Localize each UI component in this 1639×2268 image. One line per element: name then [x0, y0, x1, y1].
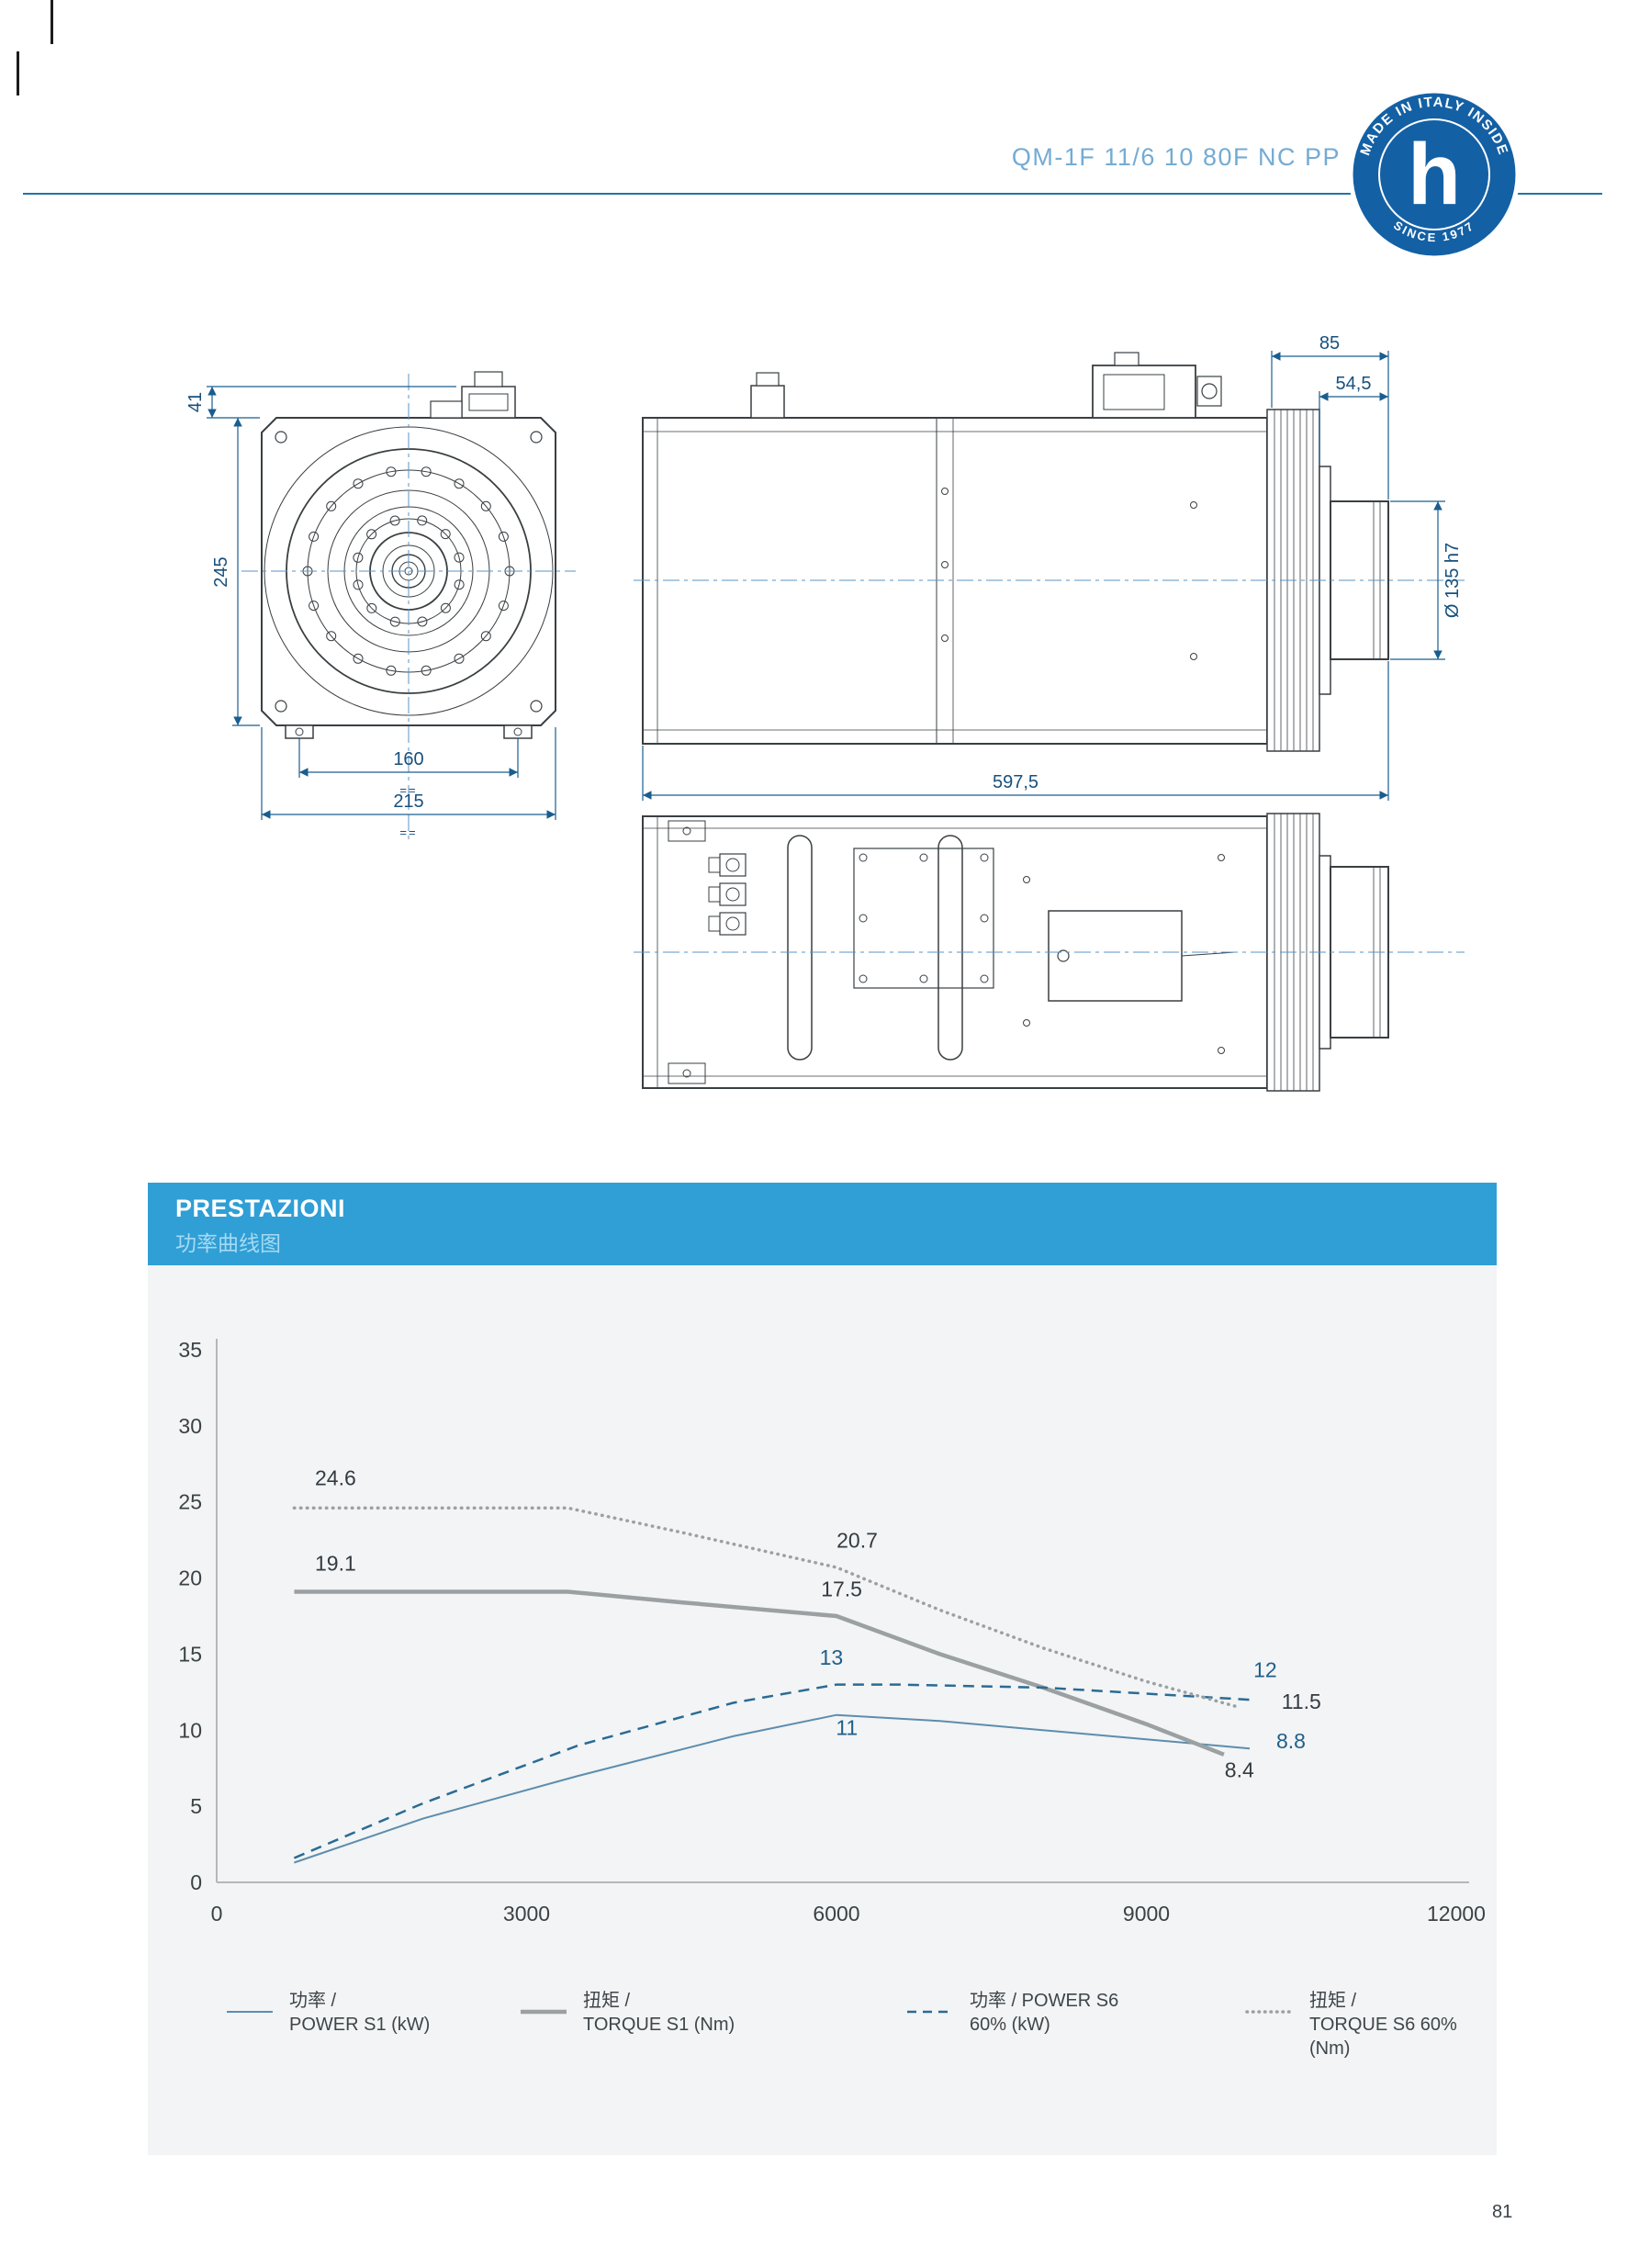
y-tick-label: 5: [190, 1794, 202, 1818]
y-tick-label: 0: [190, 1870, 202, 1894]
page-title: QM-1F 11/6 10 80F NC PP: [1011, 143, 1341, 171]
legend-item-power-s6: 功率 / POWER S6 60% (kW): [905, 1989, 1118, 2037]
legend-label: 功率 / POWER S6: [970, 1991, 1119, 2011]
front-bolt-circle-inner: [353, 515, 465, 627]
legend-item-torque-s1: 扭矩 / TORQUE S1 (Nm): [519, 1989, 735, 2037]
legend-label: 功率 /: [289, 1991, 337, 2011]
x-tick-label: 9000: [1123, 1902, 1170, 1926]
data-label: 8.4: [1225, 1758, 1254, 1782]
front-dim-245: 245: [211, 556, 231, 587]
torque-s1-line-swatch: [521, 2009, 567, 2015]
front-view-drawing: 41 245 160 == 215 ==: [185, 371, 576, 840]
x-tick-label: 0: [211, 1902, 223, 1926]
data-label: 8.8: [1276, 1729, 1306, 1753]
legend-label: TORQUE S6 60% (Nm): [1309, 2015, 1457, 2059]
power-s1-line-swatch: [227, 2011, 273, 2013]
symmetry-mark: ==: [399, 825, 417, 839]
y-tick-label: 15: [178, 1642, 202, 1666]
x-tick-label: 12000: [1427, 1902, 1486, 1926]
crop-mark: [51, 0, 53, 44]
side-dim-54-5: 54,5: [1336, 374, 1372, 394]
y-tick-label: 25: [178, 1490, 202, 1514]
data-label: 17.5: [821, 1577, 862, 1601]
series-line-1: [294, 1589, 1225, 1757]
side-dim-597-5: 597,5: [993, 772, 1038, 792]
performance-chart: 0 5 10 15 20 25 30 35 0 3000 6000 9000 12000 24.6 19.1…: [178, 1338, 1486, 1926]
side-plug: [750, 385, 785, 419]
side-view-drawing: 85 54,5 Ø 135 h7 597,5: [634, 333, 1465, 801]
performance-panel: PRESTAZIONI 功率曲线图 0 5 10 15 20 25 30 35 0 3000 600…: [148, 1183, 1497, 2155]
legend-label: 扭矩 /: [1309, 1991, 1357, 2011]
header-rule: [23, 193, 1602, 195]
front-centerlines: [241, 374, 576, 840]
data-label: 11.5: [1282, 1690, 1321, 1713]
legend-item-power-s1: 功率 / POWER S1 (kW): [225, 1989, 430, 2037]
side-dimensions: [642, 351, 1445, 801]
front-dimensions: [207, 386, 556, 820]
crop-mark: [17, 51, 19, 95]
series-line-2: [293, 1683, 1251, 1859]
legend-label: 60% (kW): [970, 2015, 1050, 2035]
bottom-slot: [787, 835, 813, 1061]
legend-item-torque-s6: 扭矩 / TORQUE S6 60% (Nm): [1245, 1989, 1497, 2060]
data-label: 24.6: [315, 1466, 356, 1490]
front-dim-160: 160: [393, 749, 423, 769]
data-label: 19.1: [315, 1551, 356, 1575]
torque-s6-line-swatch: [1245, 2010, 1295, 2014]
side-view-body: [642, 352, 1389, 752]
badge-h-logo: h: [1408, 126, 1461, 223]
chart-legend: 功率 / POWER S1 (kW) 扭矩 / TORQUE S1 (Nm) 功…: [148, 1989, 1497, 2072]
symmetry-mark: ==: [399, 783, 417, 797]
x-tick-label: 6000: [813, 1902, 859, 1926]
front-connector-box: [461, 386, 516, 419]
series-line-3: [292, 1506, 1241, 1710]
badge-disc: [1348, 88, 1521, 261]
legend-label: POWER S1 (kW): [289, 2015, 431, 2035]
bottom-view-drawing: [634, 813, 1465, 1092]
data-label: 13: [820, 1645, 844, 1669]
made-in-italy-badge: MADE IN ITALY INSIDE SINCE 1977 h: [1348, 88, 1521, 261]
data-label: 11: [836, 1715, 858, 1739]
y-tick-label: 20: [178, 1566, 202, 1590]
bottom-slot: [937, 835, 963, 1061]
y-tick-label: 10: [178, 1718, 202, 1742]
side-dim-diameter: Ø 135 h7: [1443, 543, 1463, 618]
legend-label: 扭矩 /: [583, 1991, 631, 2011]
badge-inner-ring: [1378, 118, 1490, 230]
y-tick-label: 35: [178, 1338, 202, 1362]
performance-subtitle: 功率曲线图: [175, 1231, 281, 1255]
side-dim-85: 85: [1319, 333, 1340, 354]
front-dim-41: 41: [185, 392, 206, 412]
performance-title: PRESTAZIONI: [175, 1195, 346, 1222]
series-line-0: [294, 1713, 1251, 1864]
legend-label: TORQUE S1 (Nm): [583, 2015, 735, 2035]
y-tick-label: 30: [178, 1414, 202, 1438]
data-label: 20.7: [836, 1528, 878, 1552]
bottom-box: [1048, 910, 1183, 1002]
front-dim-215: 215: [393, 792, 423, 812]
page-number: 81: [1492, 2202, 1513, 2222]
x-tick-label: 3000: [503, 1902, 550, 1926]
bottom-plate: [853, 848, 994, 989]
power-s6-line-swatch: [907, 2010, 953, 2014]
front-bolt-circle-outer: [302, 466, 515, 676]
performance-header: PRESTAZIONI 功率曲线图: [148, 1183, 1497, 1265]
data-label: 12: [1253, 1657, 1277, 1681]
